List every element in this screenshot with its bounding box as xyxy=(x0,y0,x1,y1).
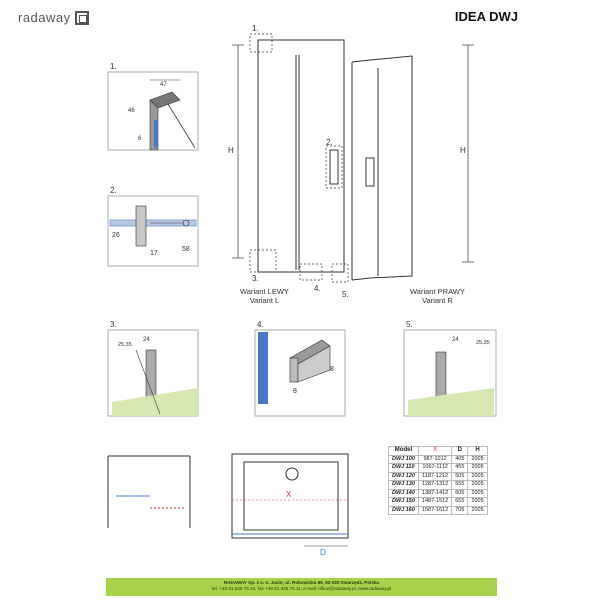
variant-right-line2: Variant R xyxy=(422,296,453,305)
detail-4-dim-b: 8 xyxy=(330,366,334,373)
right-door-handle xyxy=(365,157,375,187)
callout-1-main: 1. xyxy=(252,24,259,33)
table-header-model: Model xyxy=(388,446,419,456)
footer-bar: RADAWAY Sp. z o. o. Jasin; ul. Robowicka… xyxy=(106,578,497,596)
detail-3-dim-b: 25,35 xyxy=(118,342,132,348)
callout-4-main: 4. xyxy=(314,284,321,293)
footer-address: RADAWAY Sp. z o. o. Jasin; ul. Robowicka… xyxy=(223,580,380,585)
page-title: IDEA DWJ xyxy=(454,9,518,24)
right-door-frame xyxy=(351,55,413,281)
detail-5-dim-a: 24 xyxy=(452,337,459,343)
detail-4-label: 4. xyxy=(257,320,264,329)
detail-1-height: 46 xyxy=(128,108,135,114)
brand-logo: radaway xyxy=(18,10,89,25)
detail-3-dim-a: 24 xyxy=(143,337,150,343)
detail-2-label: 2. xyxy=(110,186,117,195)
variant-left-label: Wariant LEWY Variant L xyxy=(240,287,289,305)
plan-x-label: X xyxy=(286,490,292,499)
variant-left-line1: Wariant LEWY xyxy=(240,287,289,296)
left-door-frame xyxy=(257,39,345,273)
footer-contact: tel. +48 61 835 75 10, fax +48 61 835 75… xyxy=(211,586,392,591)
left-door-handle xyxy=(329,149,339,185)
detail-1-width: 47 xyxy=(160,82,167,88)
detail-4-dim-a: 8 xyxy=(293,388,297,395)
variant-left-line2: Variant L xyxy=(249,296,280,305)
plan-d-label: D xyxy=(320,548,326,557)
callout-2-main: 2. xyxy=(326,138,333,147)
detail-1-depth: 6 xyxy=(138,136,142,142)
detail-2-dim-a: 26 xyxy=(112,232,120,239)
detail-5-label: 5. xyxy=(406,320,413,329)
callout-5-main: 5. xyxy=(342,290,349,299)
brand-mark-icon xyxy=(74,10,89,25)
table-header-h: H xyxy=(467,446,488,456)
table-header-row: Model X D H xyxy=(388,446,488,456)
dimension-h-right: H xyxy=(460,146,466,155)
detail-1-label: 1. xyxy=(110,62,117,71)
table-header-d: D xyxy=(451,446,469,456)
detail-3-label: 3. xyxy=(110,320,117,329)
callout-3-main: 3. xyxy=(252,274,259,283)
dimension-h-left: H xyxy=(228,146,234,155)
table-header-x: X xyxy=(417,446,453,456)
detail-2-dim-c: 58 xyxy=(182,246,190,253)
variant-right-line1: Wariant PRAWY xyxy=(410,287,465,296)
brand-name: radaway xyxy=(18,10,71,25)
variant-right-label: Wariant PRAWY Variant R xyxy=(410,287,465,305)
detail-5-dim-b: 25,35 xyxy=(476,340,490,346)
detail-2-dim-b: 17 xyxy=(150,250,158,257)
